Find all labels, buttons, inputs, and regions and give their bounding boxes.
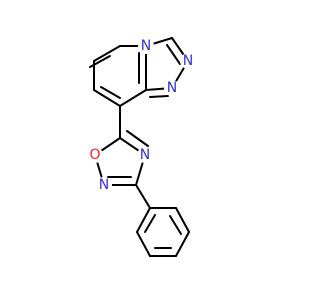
atom-label: N: [99, 177, 109, 193]
structure-canvas: N N N N O N: [87, 37, 196, 257]
bond: [136, 231, 151, 257]
bond: [144, 214, 156, 233]
bond: [169, 215, 182, 235]
bond: [149, 95, 169, 98]
atom-n-triazole-2: N: [164, 80, 180, 96]
bond: [93, 89, 121, 107]
atom-label: N: [140, 147, 150, 163]
atom-n-oxadiazole-1: N: [137, 147, 153, 163]
pyridine-ring: [89, 45, 147, 107]
atom-label: N: [141, 38, 151, 54]
atom-o-oxadiazole: O: [87, 147, 103, 163]
bond: [175, 231, 190, 257]
bond: [166, 44, 181, 65]
atom-n-triazole-1: N: [180, 53, 196, 69]
atom-label: O: [89, 147, 100, 163]
bond: [175, 207, 190, 233]
atom-label: N: [183, 53, 193, 69]
atom-label: N: [167, 80, 177, 96]
bond: [119, 89, 147, 107]
atom-labels: N N N N O N: [87, 38, 196, 193]
bond: [136, 207, 151, 233]
bond: [126, 130, 149, 147]
atom-n-oxadiazole-2: N: [96, 177, 112, 193]
molecule-structure: N N N N O N: [87, 37, 196, 257]
atom-n-bridgehead: N: [138, 38, 154, 54]
phenyl-ring: [136, 207, 190, 257]
bond: [100, 86, 121, 99]
bond: [93, 45, 121, 62]
bond: [135, 184, 151, 209]
